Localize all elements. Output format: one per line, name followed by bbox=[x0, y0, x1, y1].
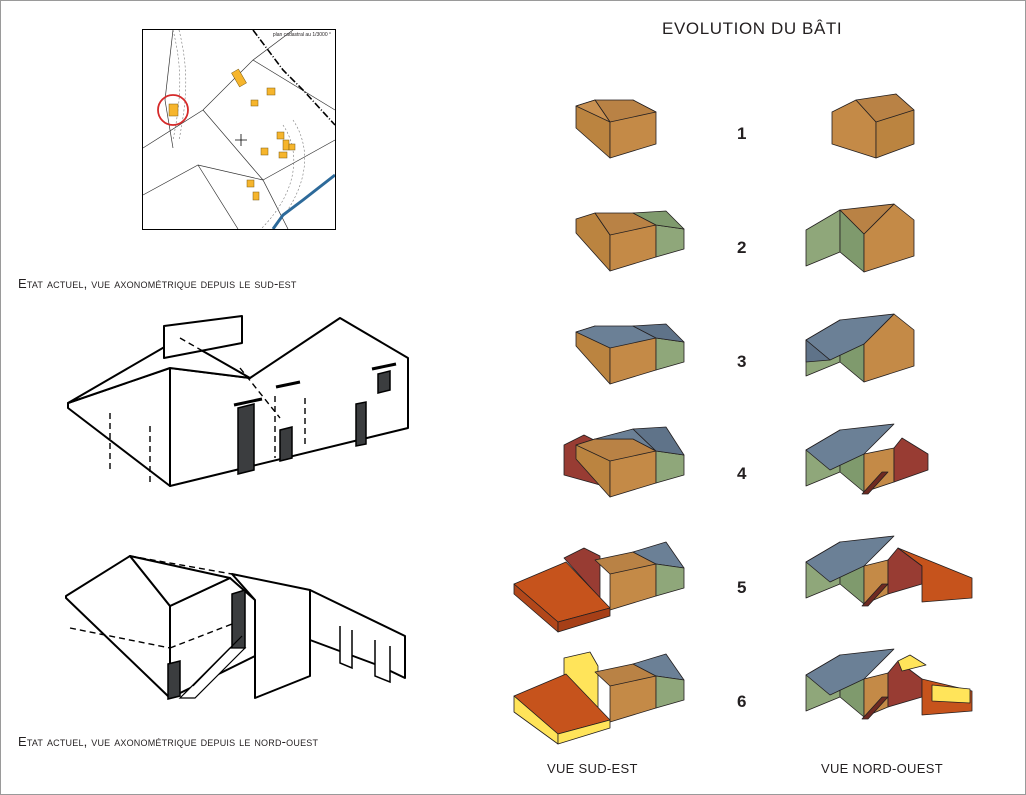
stage-number-4: 4 bbox=[737, 464, 747, 483]
stage-number-3: 3 bbox=[737, 352, 747, 371]
stage-2-south-east-view bbox=[575, 210, 685, 272]
axonometric-north-west-drawing bbox=[65, 555, 406, 700]
axonometric-south-east-drawing bbox=[67, 315, 409, 487]
caption-south-east: Etat actuel, vue axonométrique depuis le… bbox=[18, 276, 297, 291]
stage-6-south-east-view bbox=[513, 651, 685, 745]
column-label-north-west: VUE NORD-OUEST bbox=[821, 761, 943, 776]
stage-4-south-east-view bbox=[563, 426, 685, 498]
stage-5-south-east-view bbox=[513, 541, 685, 633]
stage-6-north-west-view bbox=[805, 648, 973, 720]
stage-2-north-west-view bbox=[805, 203, 915, 273]
page-title: EVOLUTION DU BÂTI bbox=[662, 19, 843, 38]
stage-1-south-east-view bbox=[575, 99, 657, 159]
column-label-south-east: VUE SUD-EST bbox=[547, 761, 638, 776]
map-scale-label: plan cadastral au 1/3000 ° bbox=[272, 32, 331, 38]
stage-5-north-west-view bbox=[805, 535, 973, 607]
stage-number-1: 1 bbox=[737, 124, 747, 143]
stage-3-north-west-view bbox=[805, 313, 915, 383]
cadastral-map: plan cadastral au 1/3000 ° bbox=[142, 29, 336, 230]
cadastral-map-drawing bbox=[143, 30, 335, 229]
stage-number-2: 2 bbox=[737, 238, 747, 257]
stage-1-north-west-view bbox=[831, 93, 915, 159]
stage-4-north-west-view bbox=[805, 423, 929, 495]
stage-3-south-east-view bbox=[575, 323, 685, 385]
caption-north-west: Etat actuel, vue axonométrique depuis le… bbox=[18, 734, 319, 749]
stage-number-5: 5 bbox=[737, 578, 747, 597]
stage-number-6: 6 bbox=[737, 692, 747, 711]
